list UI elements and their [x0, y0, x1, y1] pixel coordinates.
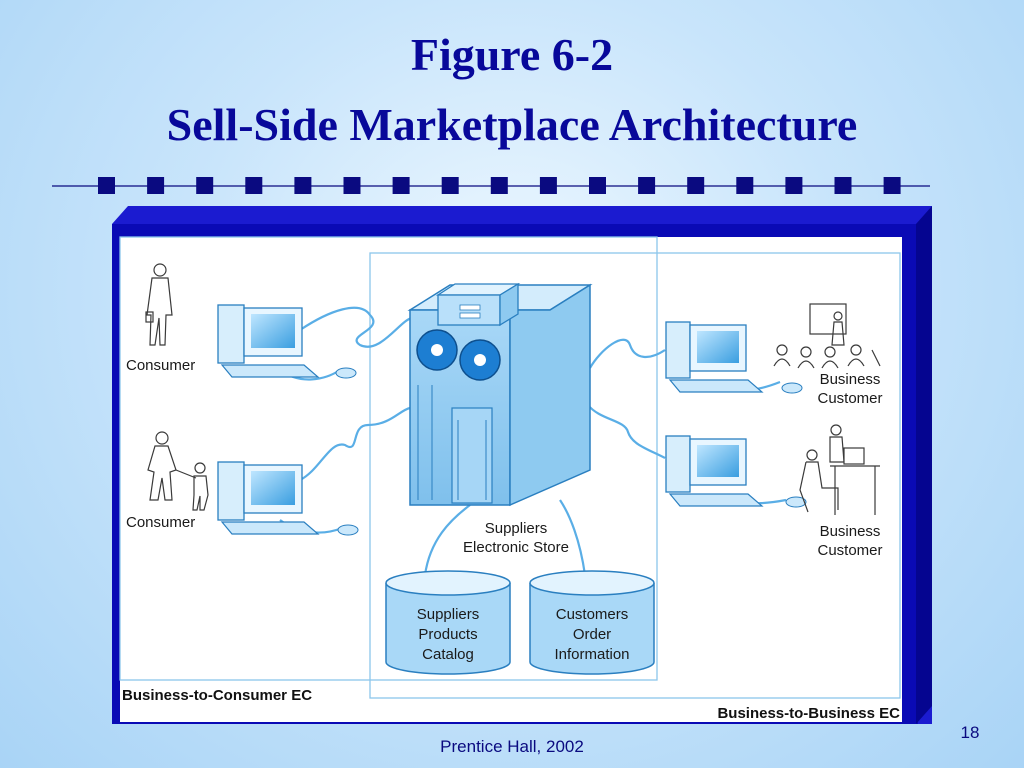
catalog-db-label-2: Products	[418, 626, 477, 643]
divider-square	[490, 177, 508, 194]
divider-square	[343, 177, 361, 194]
store-label-2: Electronic Store	[463, 539, 569, 556]
divider-square	[883, 177, 901, 194]
order-db-label-2: Order	[573, 626, 611, 643]
store-label-1: Suppliers	[485, 520, 548, 537]
order-db-label-1: Customers	[556, 606, 629, 623]
divider-square	[196, 177, 214, 194]
consumer-top-label: Consumer	[126, 357, 195, 374]
business-top-label-1: Business	[820, 371, 881, 388]
divider-square	[687, 177, 705, 194]
footer-credit: Prentice Hall, 2002	[440, 737, 584, 756]
b2b-region	[369, 252, 901, 699]
consumer-family-icon	[147, 431, 209, 511]
slide-title-line2: Sell-Side Marketplace Architecture	[166, 99, 858, 150]
consumer-man-icon	[145, 263, 173, 346]
b2c-region	[119, 236, 658, 681]
b2b-label: Business-to-Business EC	[717, 705, 900, 722]
customers-order-database	[529, 570, 655, 675]
order-db-label-3: Information	[554, 646, 629, 663]
divider-square	[638, 177, 656, 194]
slide-title-line1: Figure 6-2	[410, 29, 614, 80]
business-presentation-icon	[773, 303, 881, 369]
divider-square	[736, 177, 754, 194]
business-computer-top	[665, 321, 803, 394]
consumer-computer-bottom	[217, 461, 359, 536]
consumer-computer-top	[217, 304, 357, 379]
divider-square	[589, 177, 606, 194]
business-bottom-label-1: Business	[820, 523, 881, 540]
suppliers-catalog-database	[385, 570, 511, 675]
consumer-bottom-label: Consumer	[126, 514, 195, 531]
divider-square	[392, 177, 410, 194]
catalog-db-label-1: Suppliers	[417, 606, 480, 623]
divider-square	[147, 177, 165, 194]
page-number: 18	[960, 723, 980, 742]
divider-square	[98, 177, 115, 194]
business-computer-bottom	[665, 435, 807, 508]
business-top-label-2: Customer	[817, 390, 882, 407]
divider-square	[785, 177, 803, 194]
divider-square	[294, 177, 312, 194]
catalog-db-label-3: Catalog	[422, 646, 474, 663]
title-divider	[52, 177, 930, 194]
b2c-label: Business-to-Consumer EC	[122, 687, 312, 704]
business-office-icon	[799, 424, 880, 515]
business-bottom-label-2: Customer	[817, 542, 882, 559]
divider-square	[539, 177, 557, 194]
server-icon	[407, 282, 593, 507]
divider-square	[245, 177, 263, 194]
divider-square	[834, 177, 852, 194]
divider-square	[441, 177, 459, 194]
